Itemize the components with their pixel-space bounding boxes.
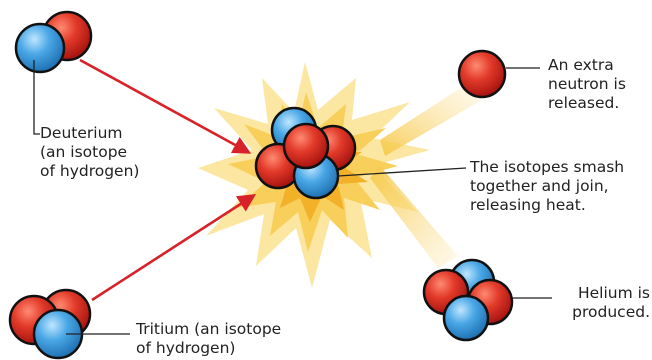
helium-neutron xyxy=(444,296,488,340)
helium-atom xyxy=(424,260,512,340)
deuterium-atom xyxy=(16,12,91,72)
helium-trail xyxy=(370,166,458,268)
deuterium-neutron xyxy=(16,24,64,72)
extra-neutron-label: An extra neutron is released. xyxy=(548,56,626,113)
deuterium-label: Deuterium (an isotope of hydrogen) xyxy=(40,124,139,181)
tritium-label: Tritium (an isotope of hydrogen) xyxy=(136,320,281,358)
neutron-trail xyxy=(380,82,482,156)
tritium-arrow xyxy=(92,196,253,300)
cluster-proton xyxy=(284,124,328,168)
helium-label: Helium is produced. xyxy=(554,284,650,322)
fusion-label: The isotopes smash together and join, re… xyxy=(470,158,624,215)
tritium-atom xyxy=(10,290,90,358)
released-neutron xyxy=(459,51,505,97)
